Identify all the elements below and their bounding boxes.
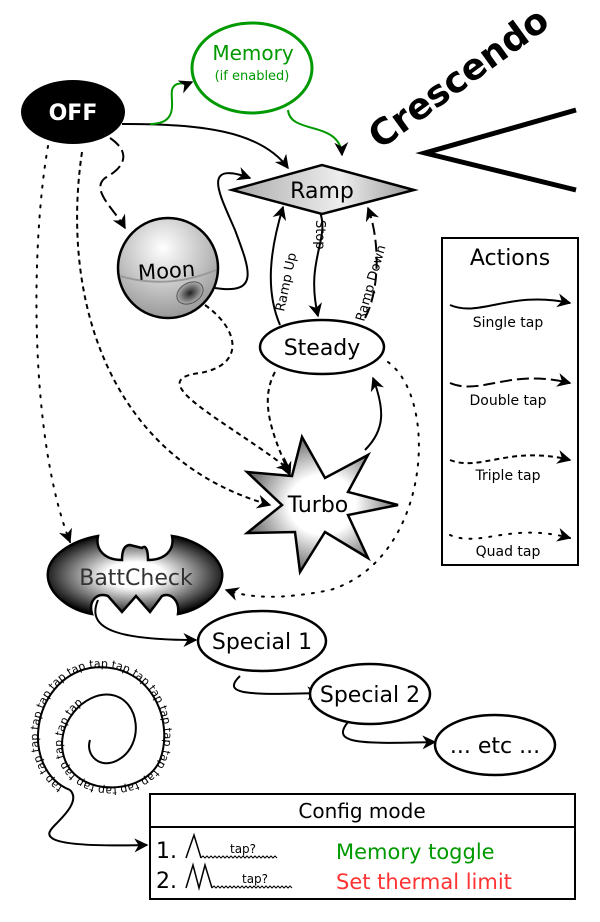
- tap-spiral: tap tap tap tap tap tap tap tap tap tap …: [28, 657, 174, 797]
- node-battcheck-label: BattCheck: [79, 566, 193, 591]
- edge-moon-turbo: [178, 304, 292, 471]
- config-mode-box: Config mode 1. tap? Memory toggle 2. tap…: [149, 793, 576, 900]
- node-special1[interactable]: Special 1: [196, 609, 328, 673]
- config-row1-label[interactable]: Memory toggle: [336, 840, 495, 864]
- node-memory[interactable]: Memory (if enabled): [190, 21, 314, 115]
- config-row2-hint: tap?: [242, 872, 268, 886]
- node-off-label: OFF: [49, 101, 98, 126]
- edge-off-ramp: [121, 123, 289, 170]
- node-special2-label: Special 2: [320, 683, 420, 708]
- config-row1-hint: tap?: [230, 842, 256, 856]
- edge-battcheck-special1: [94, 599, 198, 647]
- config-title: Config mode: [298, 799, 425, 823]
- node-ramp[interactable]: Ramp: [227, 163, 419, 216]
- legend-label-quad: Quad tap: [476, 544, 541, 560]
- edge-steady-turbo: [266, 371, 292, 477]
- legend-label-triple: Triple tap: [475, 468, 541, 484]
- config-row2-label[interactable]: Set thermal limit: [336, 870, 512, 894]
- config-row1-num: 1.: [156, 839, 177, 864]
- edge-off-moon: [99, 137, 126, 230]
- edge-label-ramp-down: Ramp Down: [353, 243, 389, 323]
- svg-text:tap tap tap tap tap tap tap ta: tap tap tap tap tap tap tap tap tap tap …: [28, 657, 174, 797]
- edge-stop: [308, 211, 324, 318]
- legend-label-double: Double tap: [469, 393, 546, 409]
- config-row2-num: 2.: [156, 869, 177, 894]
- node-memory-sublabel: (if enabled): [215, 69, 290, 84]
- node-etc-label: ... etc ...: [450, 734, 540, 759]
- legend-line-triple: [449, 450, 572, 465]
- node-etc[interactable]: ... etc ...: [433, 713, 557, 777]
- edge-off-battcheck: [35, 145, 72, 544]
- edge-moon-ramp: [214, 167, 252, 291]
- node-steady-label: Steady: [284, 336, 361, 361]
- node-moon-label: Moon: [137, 257, 196, 285]
- crescendo-symbol: [415, 107, 577, 193]
- legend-line-quad: [449, 527, 572, 542]
- single-blink-icon: [185, 832, 202, 859]
- node-special1-label: Special 1: [212, 630, 312, 655]
- legend: Actions Single tap Double tap Triple tap…: [441, 237, 579, 566]
- spiral-text: tap tap tap tap tap tap tap tap tap tap …: [28, 657, 174, 797]
- edge-label-stop: Stop: [312, 220, 327, 250]
- legend-line-single: [449, 293, 572, 310]
- node-special2[interactable]: Special 2: [308, 662, 432, 726]
- edge-memory-ramp: [287, 109, 349, 157]
- node-turbo[interactable]: Turbo: [243, 433, 399, 576]
- edge-steady-battcheck: [224, 361, 420, 601]
- edge-ramp-down: [364, 206, 379, 319]
- node-steady[interactable]: Steady: [258, 318, 386, 376]
- edge-special1-special2: [233, 675, 322, 701]
- node-off[interactable]: OFF: [21, 80, 125, 144]
- edge-turbo-steady: [364, 376, 384, 451]
- moon-crater: [176, 281, 204, 305]
- edge-off-turbo: [76, 151, 272, 509]
- edge-label-ramp-up: Ramp Up: [273, 251, 300, 312]
- legend-label-single: Single tap: [473, 315, 544, 331]
- node-ramp-label: Ramp: [290, 179, 354, 204]
- diagram-title: Crescendo: [361, 0, 557, 157]
- legend-title: Actions: [470, 246, 550, 271]
- double-blink-icon: [185, 862, 213, 891]
- legend-line-double: [449, 373, 572, 388]
- wait-squiggle: [200, 855, 278, 859]
- node-memory-label: Memory: [212, 41, 294, 65]
- node-moon[interactable]: Moon: [116, 216, 220, 320]
- wait-squiggle-2: [211, 885, 293, 889]
- edge-off-memory: [149, 80, 194, 125]
- edge-ramp-up: [269, 205, 287, 326]
- edge-spiral-config: [48, 789, 149, 853]
- node-turbo-label: Turbo: [287, 493, 349, 518]
- node-battcheck[interactable]: BattCheck: [46, 534, 224, 616]
- edge-special2-etc: [341, 721, 437, 750]
